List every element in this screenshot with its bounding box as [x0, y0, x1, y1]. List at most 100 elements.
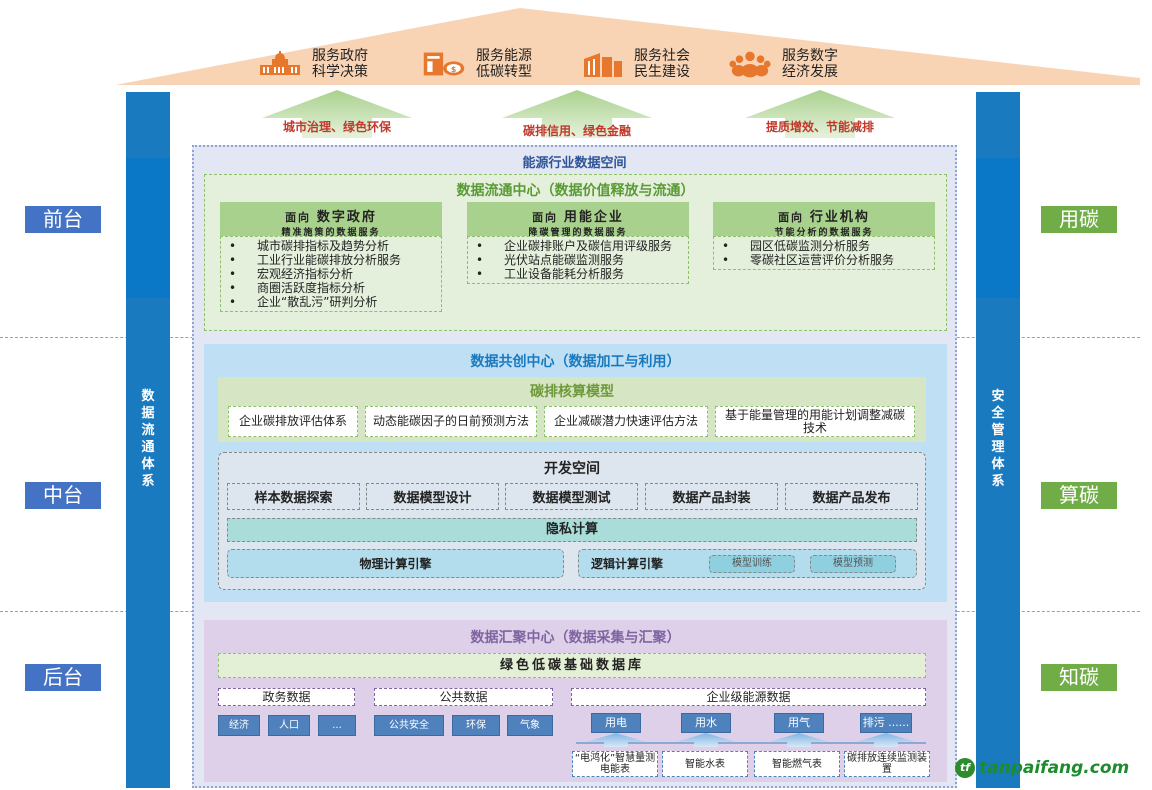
- dev-item: 数据模型测试: [505, 483, 638, 510]
- service-list: •企业碳排账户及碳信用评级服务 •光伏站点能碳监测服务 •工业设备能耗分析服务: [467, 236, 689, 284]
- privacy-computing: 隐私计算: [227, 518, 917, 542]
- upward-arrow-icon: [502, 90, 652, 138]
- carbon-model-item: 企业碳排放评估体系: [228, 406, 358, 437]
- enterprise-data-title: 企业级能源数据: [571, 688, 926, 706]
- watermark-logo: tf tanpaifang.com: [955, 758, 1129, 778]
- tier-label-front: 前台: [25, 206, 101, 233]
- gov-data-title: 政务数据: [218, 688, 355, 706]
- cocreate-center-title: 数据共创中心（数据加工与利用）: [470, 354, 681, 370]
- roof-item-government: 服务政府 科学决策: [258, 48, 368, 80]
- data-chip: 环保: [452, 715, 500, 736]
- roof-item-digital-economy: 服务数字 经济发展: [728, 48, 838, 80]
- data-flow-center: 数据流通中心（数据价值释放与流通） 面向 数字政府 精准施策的数据服务 •城市碳…: [204, 174, 947, 331]
- service-card-header: 面向 数字政府 精准施策的数据服务: [220, 202, 442, 238]
- service-list: •城市碳排指标及趋势分析 •工业行业能碳排放分析服务 •宏观经济指标分析 •商圈…: [220, 236, 442, 312]
- tier-label-calc-carbon: 算碳: [1041, 482, 1117, 509]
- roof: [115, 8, 1140, 85]
- upward-arrow-icon: [856, 733, 916, 747]
- model-prediction: 模型预测: [810, 555, 896, 573]
- data-circulation-system-bar: 数据流通体系: [126, 92, 170, 788]
- data-cocreation-center: 数据共创中心（数据加工与利用） 碳排核算模型 企业碳排放评估体系 动态能碳因子的…: [204, 344, 947, 602]
- arrow-label: 提质增效、节能减排: [765, 120, 874, 134]
- roof-text: 服务数字 经济发展: [782, 48, 838, 80]
- data-chip: ...: [318, 715, 356, 736]
- carbon-model-item: 基于能量管理的用能计划调整减碳技术: [715, 406, 915, 437]
- roof-text: 服务能源 低碳转型: [476, 48, 532, 80]
- list-item: •企业碳排账户及碳信用评级服务: [476, 239, 673, 253]
- upward-arrow-icon: [262, 90, 412, 138]
- dev-space-title: 开发空间: [544, 461, 600, 477]
- carbon-model-item: 企业减碳潜力快速评估方法: [544, 406, 708, 437]
- engine-label: 物理计算引擎: [359, 557, 432, 571]
- list-item: •城市碳排指标及趋势分析: [229, 239, 390, 253]
- tier-label-know-carbon: 知碳: [1041, 664, 1117, 691]
- tanpaifang-logo-icon: tf: [955, 758, 975, 778]
- connector-line: [576, 742, 926, 744]
- dev-item: 样本数据探索: [227, 483, 360, 510]
- energy-chip: 用气: [774, 713, 824, 733]
- list-item: •零碳社区运营评价分析服务: [722, 253, 895, 267]
- svg-text:$: $: [451, 65, 457, 74]
- logic-compute-engine: 逻辑计算引擎 模型训练 模型预测: [578, 549, 917, 578]
- data-chip: 人口: [268, 715, 310, 736]
- upward-arrow-icon: [769, 733, 829, 747]
- model-training: 模型训练: [709, 555, 795, 573]
- upward-arrow-icon: [586, 733, 646, 747]
- arrow-label: 城市治理、绿色环保: [282, 120, 391, 134]
- security-management-system-bar: 安全管理体系: [976, 92, 1020, 788]
- energy-chip: 用水: [681, 713, 731, 733]
- service-card-header: 面向 行业机构 节能分析的数据服务: [713, 202, 935, 238]
- arrow-label: 碳排信用、绿色金融: [522, 124, 631, 138]
- upward-arrow-icon: [745, 90, 895, 138]
- device-smart-gas-meter: 智能燃气表: [754, 751, 840, 777]
- carbon-model-item: 动态能碳因子的日前预测方法: [365, 406, 537, 437]
- finance-document-icon: $: [422, 49, 466, 79]
- roof-text: 服务社会 民生建设: [634, 48, 690, 80]
- data-aggregation-center: 数据汇聚中心（数据采集与汇聚） 绿色低碳基础数据库 政务数据 经济 人口 ...…: [204, 620, 947, 782]
- list-item: •企业“散乱污”研判分析: [229, 295, 378, 309]
- data-chip: 经济: [218, 715, 260, 736]
- carbon-model-title: 碳排核算模型: [530, 384, 614, 400]
- device-cems: 碳排放连续监测装置: [844, 751, 930, 777]
- device-smart-water-meter: 智能水表: [662, 751, 748, 777]
- side-bar-label: 数据流通体系: [141, 389, 155, 489]
- list-item: •光伏站点能碳监测服务: [476, 253, 625, 267]
- list-item: •园区低碳监测分析服务: [722, 239, 871, 253]
- government-building-icon: [258, 49, 302, 79]
- service-card-header: 面向 用能企业 降碳管理的数据服务: [467, 202, 689, 238]
- service-card-industry: 面向 行业机构 节能分析的数据服务 •园区低碳监测分析服务 •零碳社区运营评价分…: [713, 202, 935, 270]
- city-buildings-icon: [580, 49, 624, 79]
- agg-center-title: 数据汇聚中心（数据采集与汇聚）: [470, 630, 681, 646]
- energy-chip: 排污 ......: [860, 713, 912, 733]
- data-chip: 公共安全: [374, 715, 444, 736]
- service-card-enterprise: 面向 用能企业 降碳管理的数据服务 •企业碳排账户及碳信用评级服务 •光伏站点能…: [467, 202, 689, 284]
- list-item: •工业设备能耗分析服务: [476, 267, 625, 281]
- dev-item: 数据产品发布: [785, 483, 918, 510]
- list-item: •工业行业能碳排放分析服务: [229, 253, 402, 267]
- list-item: •宏观经济指标分析: [229, 267, 354, 281]
- dev-item: 数据产品封装: [645, 483, 778, 510]
- energy-data-space: 能源行业数据空间 数据流通中心（数据价值释放与流通） 面向 数字政府 精准施策的…: [192, 145, 957, 788]
- roof-item-energy: $ 服务能源 低碳转型: [422, 48, 532, 80]
- service-list: •园区低碳监测分析服务 •零碳社区运营评价分析服务: [713, 236, 935, 270]
- tier-label-middle: 中台: [25, 482, 101, 509]
- roof-text: 服务政府 科学决策: [312, 48, 368, 80]
- roof-item-society: 服务社会 民生建设: [580, 48, 690, 80]
- flow-center-title: 数据流通中心（数据价值释放与流通）: [456, 183, 695, 199]
- people-group-icon: [728, 49, 772, 79]
- engine-label: 逻辑计算引擎: [591, 557, 664, 571]
- public-data-title: 公共数据: [374, 688, 553, 706]
- development-space: 开发空间 样本数据探索 数据模型设计 数据模型测试 数据产品封装 数据产品发布 …: [218, 452, 926, 590]
- physical-compute-engine: 物理计算引擎: [227, 549, 564, 578]
- dev-item: 数据模型设计: [366, 483, 499, 510]
- device-smart-electric-meter: “电鸿化”智慧量测电能表: [572, 751, 658, 777]
- side-bar-label: 安全管理体系: [991, 389, 1005, 489]
- list-item: •商圈活跃度指标分析: [229, 281, 366, 295]
- upward-arrow-icon: [676, 733, 736, 747]
- watermark-text: tanpaifang.com: [979, 758, 1130, 778]
- energy-chip: 用电: [591, 713, 641, 733]
- tier-label-back: 后台: [25, 664, 101, 691]
- space-title: 能源行业数据空间: [522, 156, 627, 171]
- green-lowcarbon-database: 绿色低碳基础数据库: [218, 653, 926, 678]
- data-chip: 气象: [507, 715, 553, 736]
